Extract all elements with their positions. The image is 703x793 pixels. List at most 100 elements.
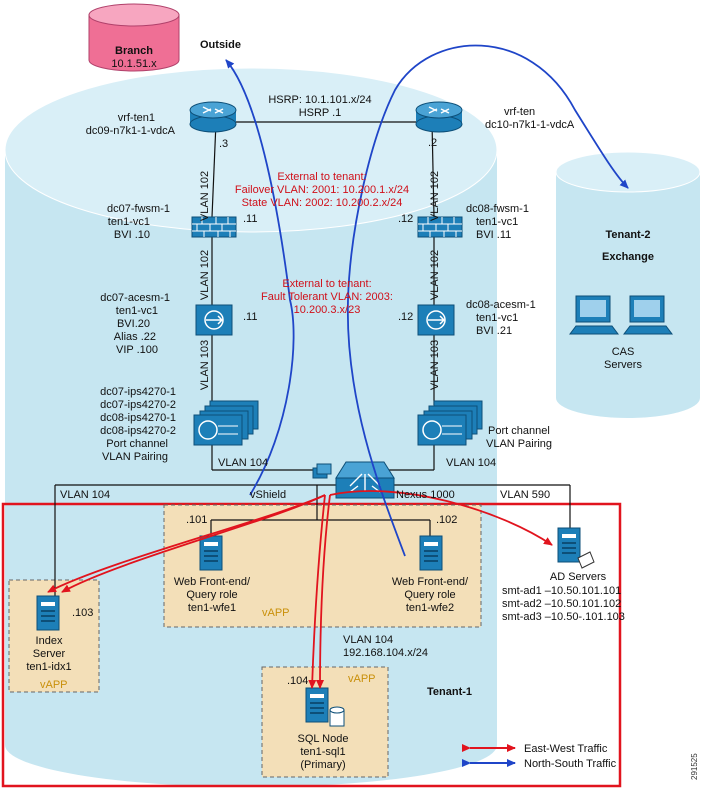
left-ace-addr: .11 <box>243 311 257 323</box>
ips-left-6: VLAN Pairing <box>102 451 168 463</box>
vapp-label-sql: vAPP <box>348 673 376 685</box>
hsrp-subnet: HSRP: 10.1.101.x/24 <box>268 94 371 106</box>
idx-line2: Server <box>33 648 66 660</box>
wfe1-addr: .101 <box>186 514 207 526</box>
wfe2-line2: Query role <box>404 589 455 601</box>
vlan102-left-top: VLAN 102 <box>199 171 211 221</box>
subnet104-line1: VLAN 104 <box>343 634 393 646</box>
ips-left-3: dc08-ips4270-1 <box>100 412 176 424</box>
right-fwsm-vc: ten1-vc1 <box>476 216 518 228</box>
sql-addr: .104 <box>287 675 308 687</box>
ext-fw-line2: Failover VLAN: 2001: 10.200.1.x/24 <box>235 184 409 196</box>
figure-id: 291525 <box>690 753 699 780</box>
hsrp-vip: HSRP .1 <box>299 107 342 119</box>
vlan102-right-mid: VLAN 102 <box>429 250 441 300</box>
ad-server-2: smt-ad2 –10.50.101.102 <box>502 598 621 610</box>
sql-line2: ten1-sql1 <box>300 746 345 758</box>
right-router-host: dc10-n7k1-1-vdcA <box>485 119 575 131</box>
north-south-traffic <box>225 44 629 557</box>
vlan103-left: VLAN 103 <box>199 340 211 390</box>
left-ace-vc: ten1-vc1 <box>116 305 158 317</box>
nexus-label: Nexus 1000 <box>396 489 455 501</box>
acesm-left-icon[interactable] <box>195 304 233 336</box>
branch-subnet: 10.1.51.x <box>111 58 157 70</box>
vlan590-bus: VLAN 590 <box>500 489 550 501</box>
legend <box>462 744 516 767</box>
vlan102-left-mid: VLAN 102 <box>199 250 211 300</box>
branch-title: Branch <box>115 45 153 57</box>
ad-server-icon[interactable] <box>557 527 595 569</box>
left-fwsm-vc: ten1-vc1 <box>108 216 150 228</box>
links <box>54 121 571 600</box>
ext-fw-line1: External to tenant: <box>277 171 366 183</box>
ext-ace-line1: External to tenant: <box>282 278 371 290</box>
ad-server-3: smt-ad3 –10.50-.101.103 <box>502 611 625 623</box>
ext-ace-line3: 10.200.3.x/23 <box>294 304 361 316</box>
ips-right-2: VLAN Pairing <box>486 438 552 450</box>
wfe1-line1: Web Front-end/ <box>174 576 251 588</box>
outside-label: Outside <box>200 39 241 51</box>
ips-right-1: Port channel <box>488 425 550 437</box>
east-west-traffic <box>47 490 553 689</box>
wfe2-addr: .102 <box>436 514 457 526</box>
right-fwsm-name: dc08-fwsm-1 <box>466 203 529 215</box>
right-ace-vc: ten1-vc1 <box>476 312 518 324</box>
ips-left-5: Port channel <box>106 438 168 450</box>
right-ace-bvi: BVI .21 <box>476 325 512 337</box>
legend-ns: North-South Traffic <box>524 758 617 770</box>
subnet104-line2: 192.168.104.x/24 <box>343 647 428 659</box>
vlan102-right-top: VLAN 102 <box>429 171 441 221</box>
ext-ace-line2: Fault Tolerant VLAN: 2003: <box>261 291 393 303</box>
tenant1-boundary <box>1 502 622 788</box>
cas-label-2: Servers <box>604 359 642 371</box>
wfe2-line1: Web Front-end/ <box>392 576 469 588</box>
left-ace-name: dc07-acesm-1 <box>100 292 170 304</box>
wfe2-line3: ten1-wfe2 <box>406 602 454 614</box>
tenant1-title: Tenant-1 <box>427 686 472 698</box>
vlan103-right: VLAN 103 <box>429 340 441 390</box>
ips-left-1: dc07-ips4270-1 <box>100 386 176 398</box>
vshield-icon[interactable] <box>312 463 332 479</box>
wfe1-server-icon[interactable] <box>199 535 223 571</box>
ips-left-2: dc07-ips4270-2 <box>100 399 176 411</box>
left-router-addr: .3 <box>219 138 228 150</box>
left-ace-bvi: BVI.20 <box>117 318 150 330</box>
vlan104-bus: VLAN 104 <box>60 489 110 501</box>
router-left-icon[interactable] <box>189 101 237 133</box>
tenant2-cylinder <box>555 151 701 418</box>
legend-ew: East-West Traffic <box>524 743 608 755</box>
idx-server-icon[interactable] <box>36 595 60 631</box>
cas-label-1: CAS <box>612 346 635 358</box>
idx-line1: Index <box>36 635 63 647</box>
ext-fw-line3: State VLAN: 2002: 10.200.2.x/24 <box>242 197 403 209</box>
left-router-name: vrf-ten1 <box>118 112 155 124</box>
vapp-label-idx: vAPP <box>40 679 68 691</box>
wfe1-line2: Query role <box>186 589 237 601</box>
sql-line3: (Primary) <box>300 759 345 771</box>
acesm-right-icon[interactable] <box>417 304 455 336</box>
left-fwsm-name: dc07-fwsm-1 <box>107 203 170 215</box>
idx-addr: .103 <box>72 607 93 619</box>
database-icon <box>329 706 345 727</box>
right-fwsm-bvi: BVI .11 <box>476 229 511 241</box>
right-router-addr: .2 <box>428 137 437 149</box>
left-ace-alias: Alias .22 <box>114 331 156 343</box>
right-router-name: vrf-ten <box>504 106 535 118</box>
wfe1-line3: ten1-wfe1 <box>188 602 236 614</box>
right-ace-name: dc08-acesm-1 <box>466 299 536 311</box>
vlan104-right-ips: VLAN 104 <box>446 457 496 469</box>
sql-server-icon[interactable] <box>305 687 329 723</box>
ad-title: AD Servers <box>550 571 607 583</box>
tenant2-sub: Exchange <box>602 251 654 263</box>
idx-line3: ten1-idx1 <box>26 661 71 673</box>
wfe2-server-icon[interactable] <box>419 535 443 571</box>
cas-computers-icon[interactable] <box>569 295 673 335</box>
left-fwsm-addr: .11 <box>243 213 257 225</box>
router-right-icon[interactable] <box>415 101 463 133</box>
left-router-host: dc09-n7k1-1-vdcA <box>86 125 176 137</box>
vapp-label-wfe: vAPP <box>262 607 290 619</box>
right-fwsm-addr: .12 <box>398 213 413 225</box>
tenant1-cloud <box>4 67 498 787</box>
